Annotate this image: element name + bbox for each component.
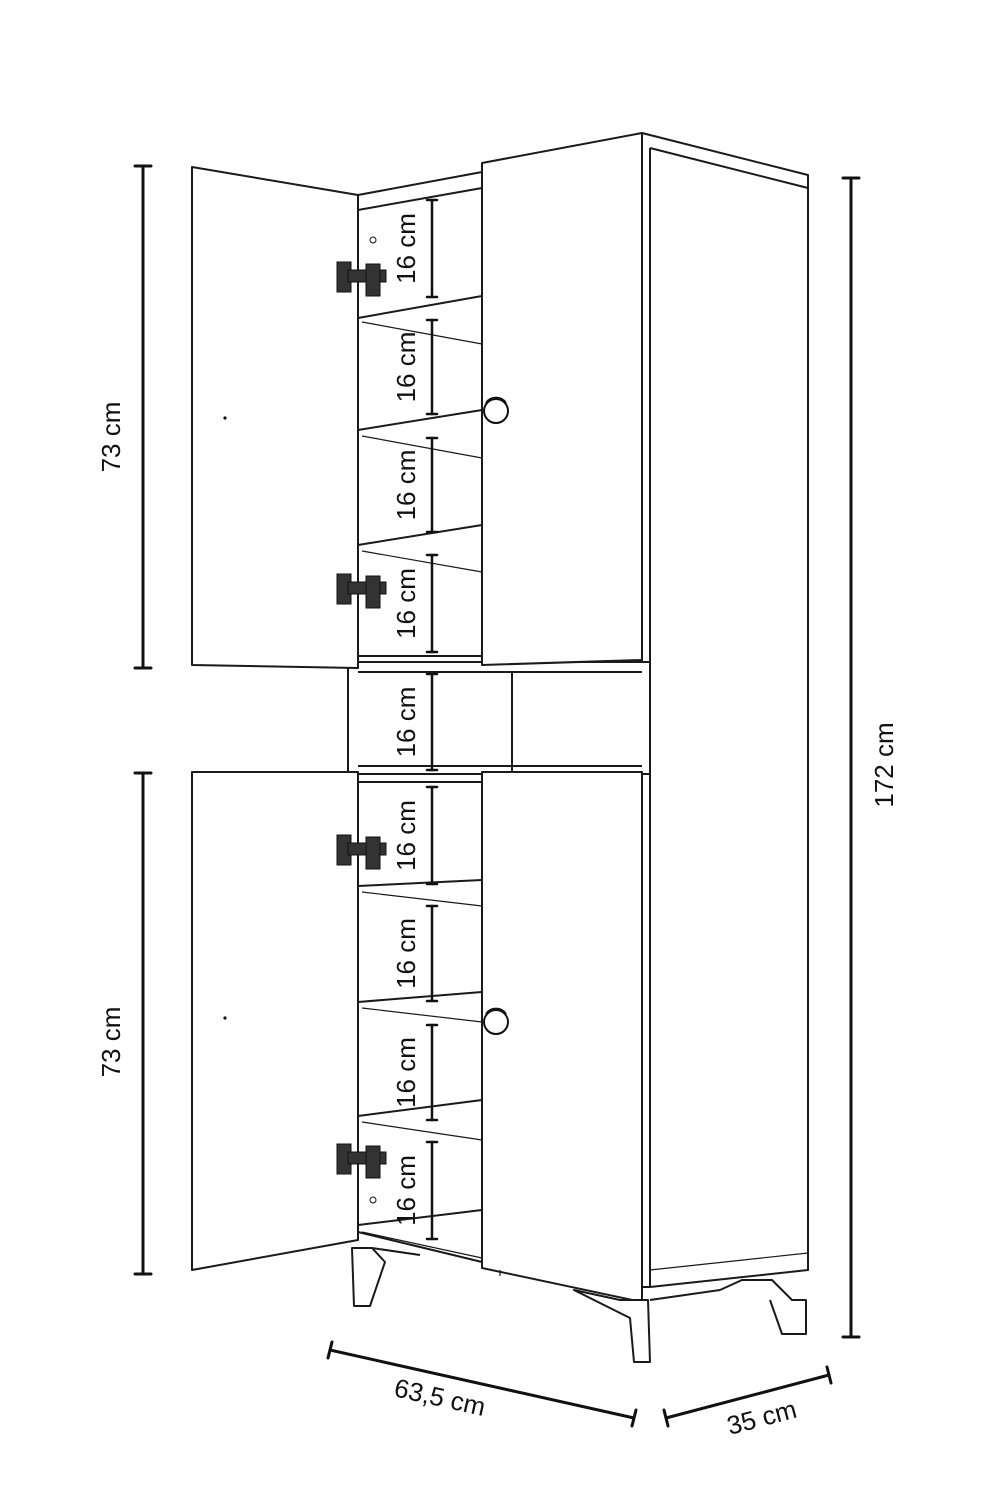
width-label: 63,5 cm bbox=[392, 1372, 489, 1421]
knob-icon bbox=[483, 396, 509, 424]
shelf-spacing-label: 16 cm bbox=[391, 800, 421, 871]
upper-right-door bbox=[481, 132, 643, 666]
shelf-dimension-lines: 16 cm 16 cm 16 cm 16 cm 16 cm 16 cm 16 cm 16 cm… bbox=[391, 198, 439, 1241]
shelf-spacing-label: 16 cm bbox=[391, 1037, 421, 1108]
lower-left-door bbox=[191, 771, 359, 1271]
shelf-spacing-label: 16 cm bbox=[391, 450, 421, 521]
upper-left-door bbox=[191, 166, 359, 669]
hinge-icon bbox=[336, 573, 387, 609]
hinge-icon bbox=[336, 1143, 387, 1204]
shelf-spacing-label: 16 cm bbox=[391, 568, 421, 639]
shelf-spacing-label: 16 cm bbox=[391, 1155, 421, 1226]
shelf-spacing-label: 16 cm bbox=[391, 332, 421, 403]
total-height-label: 172 cm bbox=[869, 722, 899, 807]
cabinet-legs bbox=[351, 1247, 807, 1363]
shelf-spacing-label: 16 cm bbox=[391, 918, 421, 989]
knob-icon bbox=[483, 1007, 509, 1035]
hinge-icon bbox=[336, 236, 387, 297]
lower-door-height-label: 73 cm bbox=[96, 1007, 126, 1078]
shelves bbox=[357, 295, 483, 1259]
upper-door-height-label: 73 cm bbox=[96, 402, 126, 473]
hinge-icon bbox=[336, 834, 387, 870]
cabinet-side-panel bbox=[641, 132, 809, 1288]
dimension-lines bbox=[133, 164, 861, 1428]
lower-right-door bbox=[481, 771, 643, 1303]
shelf-spacing-label: 16 cm bbox=[391, 213, 421, 284]
shelf-spacing-label: 16 cm bbox=[391, 687, 421, 758]
